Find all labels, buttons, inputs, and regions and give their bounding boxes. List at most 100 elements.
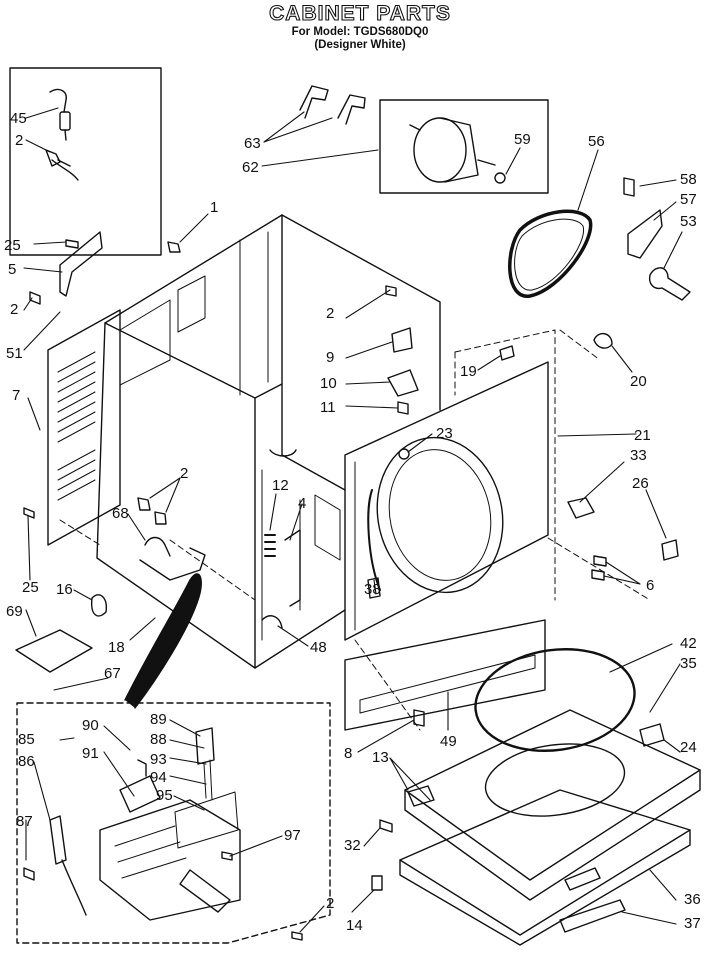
light-38 <box>367 577 381 599</box>
spring-12 <box>264 534 276 557</box>
leader-lines <box>23 107 683 933</box>
callout-2a: 2 <box>15 132 24 149</box>
callout-48: 48 <box>310 639 327 656</box>
drum-seal-42 <box>474 648 636 752</box>
burner-inset-box <box>16 702 331 944</box>
callout-85: 85 <box>18 731 35 748</box>
callout-25a: 25 <box>4 237 21 254</box>
clip-48 <box>261 615 283 629</box>
catch-23 <box>398 448 410 460</box>
motor-59 <box>409 117 506 184</box>
motor-inset-box <box>379 99 549 194</box>
callout-20: 20 <box>630 373 647 390</box>
callout-12: 12 <box>272 477 289 494</box>
clip-13 <box>407 785 435 807</box>
callout-2c: 2 <box>326 895 335 912</box>
callout-91: 91 <box>82 745 99 762</box>
callout-4: 4 <box>298 495 307 512</box>
callout-86: 86 <box>18 753 35 770</box>
callout-8: 8 <box>344 745 353 762</box>
callout-94: 94 <box>150 769 167 786</box>
callout-37: 37 <box>684 915 701 932</box>
clip-24 <box>639 723 665 747</box>
clip-26 <box>661 539 679 561</box>
callout-36: 36 <box>684 891 701 908</box>
callout-23: 23 <box>436 425 453 442</box>
diagram-title: CABINET PARTS <box>269 1 451 25</box>
callout-2e: 2 <box>180 465 189 482</box>
callout-2b: 2 <box>10 301 19 318</box>
screws-6 <box>591 555 607 581</box>
assembly-lines <box>59 329 651 731</box>
callout-51: 51 <box>6 345 23 362</box>
side-panel-7 <box>47 309 121 546</box>
callout-93: 93 <box>150 751 167 768</box>
cabinet-body <box>96 214 441 669</box>
model-color: (Designer White) <box>314 39 406 51</box>
leg-37 <box>559 899 626 933</box>
callout-33: 33 <box>630 447 647 464</box>
callout-13: 13 <box>372 749 389 766</box>
bracket-4 <box>284 529 301 607</box>
screws-2-mid <box>137 497 167 525</box>
callout-49: 49 <box>440 733 457 750</box>
callout-1: 1 <box>210 199 219 216</box>
callout-67: 67 <box>104 665 121 682</box>
screw-25-top <box>65 239 79 249</box>
callout-5: 5 <box>8 261 17 278</box>
drum-belt-56 <box>508 209 593 298</box>
exhaust-duct-hose <box>124 573 202 709</box>
callout-9: 9 <box>326 349 335 366</box>
diagram-header: CABINET PARTS For Model: TGDS680DQ0 (Des… <box>0 0 720 52</box>
callout-14: 14 <box>346 917 363 934</box>
callout-59: 59 <box>514 131 531 148</box>
callout-69: 69 <box>6 603 23 620</box>
front-panel-21 <box>344 361 549 641</box>
callout-38: 38 <box>364 581 381 598</box>
door-catch-20 <box>593 333 613 349</box>
callout-42: 42 <box>680 635 697 652</box>
callout-53: 53 <box>680 213 697 230</box>
callout-16: 16 <box>56 581 73 598</box>
model-number: For Model: TGDS680DQ0 <box>291 26 429 38</box>
callout-7: 7 <box>12 387 21 404</box>
gas-valve-inset-box <box>9 67 162 256</box>
callout-57: 57 <box>680 191 697 208</box>
screw-2-left <box>29 291 41 305</box>
callout-10: 10 <box>320 375 337 392</box>
callout-63: 63 <box>244 135 261 152</box>
callout-26: 26 <box>632 475 649 492</box>
motor-clips-63 <box>299 85 366 125</box>
callout-88: 88 <box>150 731 167 748</box>
callout-6: 6 <box>646 577 655 594</box>
wire-harness-45 <box>49 88 79 181</box>
callout-35: 35 <box>680 655 697 672</box>
base-plate-36 <box>399 789 691 946</box>
callout-97: 97 <box>284 827 301 844</box>
foot-16 <box>91 594 107 617</box>
screw-2-inset <box>45 149 71 167</box>
callout-58: 58 <box>680 171 697 188</box>
base-clip <box>564 867 601 891</box>
toe-panel-49 <box>344 619 546 731</box>
callout-68: 68 <box>112 505 129 522</box>
callout-21: 21 <box>634 427 651 444</box>
hinge-33 <box>567 497 595 519</box>
callout-25b: 25 <box>22 579 39 596</box>
callout-11: 11 <box>320 399 336 416</box>
duct-end <box>139 547 206 581</box>
bracket-5 <box>59 231 103 297</box>
callout-45: 45 <box>10 110 27 127</box>
hole-plug-69 <box>15 629 93 673</box>
burner-assembly <box>23 727 303 941</box>
idler-53 <box>648 267 691 301</box>
bracket-57 <box>627 209 663 259</box>
screw-32 <box>379 819 393 833</box>
callout-90: 90 <box>82 717 99 734</box>
screw-11 <box>397 401 409 415</box>
callout-2d: 2 <box>326 305 335 322</box>
screw-1 <box>167 241 181 253</box>
screw-14 <box>371 875 383 891</box>
callout-32: 32 <box>344 837 361 854</box>
